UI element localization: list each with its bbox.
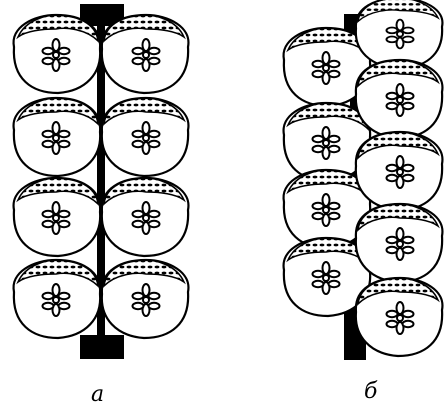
cell-b-right-1 bbox=[354, 0, 444, 70]
cell-left-2 bbox=[12, 96, 102, 178]
cell-b-right-2 bbox=[354, 58, 444, 140]
cell-right-1 bbox=[100, 13, 190, 95]
cell-right-3 bbox=[100, 176, 190, 258]
cell-right-4 bbox=[100, 258, 190, 340]
panel-a bbox=[12, 4, 190, 359]
cell-right-2 bbox=[100, 96, 190, 178]
panel-b bbox=[282, 0, 444, 360]
cell-b-right-3 bbox=[354, 130, 444, 212]
stem-top bbox=[80, 4, 124, 26]
cell-left-1 bbox=[12, 13, 102, 95]
stem-center bbox=[97, 20, 105, 340]
panel-label-b: б bbox=[364, 379, 378, 404]
cell-left-4 bbox=[12, 258, 102, 340]
cell-b-right-4 bbox=[354, 202, 444, 284]
cell-left-3 bbox=[12, 176, 102, 258]
cell-b-right-5 bbox=[354, 276, 444, 358]
panel-label-a: а bbox=[91, 382, 105, 407]
